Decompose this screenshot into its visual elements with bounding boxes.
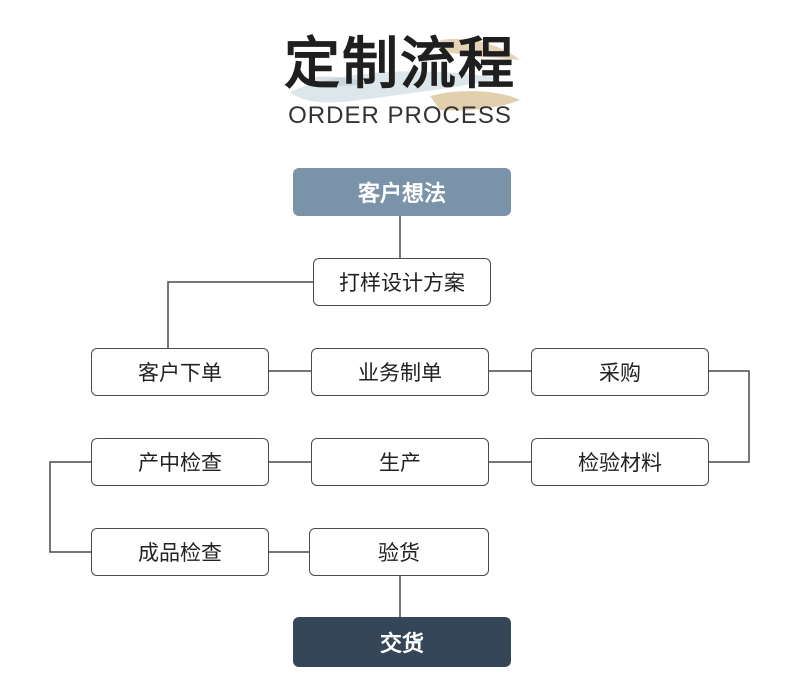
node-goods-inspection: 验货: [309, 528, 489, 576]
node-material-inspection: 检验材料: [531, 438, 709, 486]
node-finished-inspection: 成品检查: [91, 528, 269, 576]
connector-inprocess-to-finished: [49, 461, 91, 553]
brush-stroke-decoration: [290, 38, 520, 111]
node-business-order: 业务制单: [311, 348, 489, 396]
header: 定制流程 ORDER PROCESS: [0, 0, 800, 150]
connector-design-to-customer-order: [167, 281, 313, 348]
page-subtitle: ORDER PROCESS: [288, 102, 512, 129]
connector-procurement-to-material-inspection: [709, 370, 750, 463]
node-customer-order: 客户下单: [91, 348, 269, 396]
node-customer-idea: 客户想法: [293, 168, 511, 216]
node-procurement: 采购: [531, 348, 709, 396]
node-inprocess-inspection: 产中检查: [91, 438, 269, 486]
page-title: 定制流程: [284, 32, 516, 97]
node-delivery: 交货: [293, 617, 511, 667]
node-sample-design: 打样设计方案: [313, 258, 491, 306]
node-production: 生产: [311, 438, 489, 486]
